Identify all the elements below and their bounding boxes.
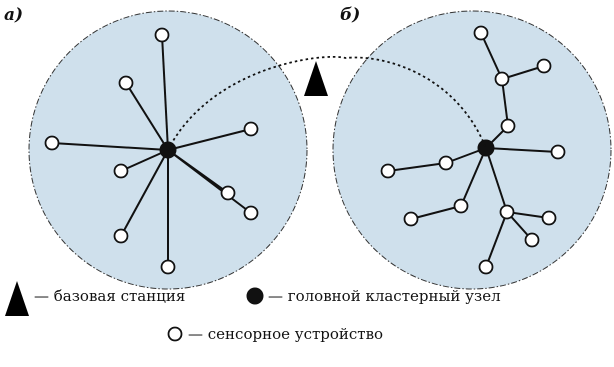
sensor-node — [536, 58, 552, 74]
sensor-node — [154, 27, 170, 43]
sensor-node — [453, 198, 469, 214]
sensor-node — [113, 163, 129, 179]
sensor-node — [524, 232, 540, 248]
sensor-node — [44, 135, 60, 151]
sensor-node — [494, 71, 510, 87]
link-edge — [410, 205, 462, 220]
link-edge — [125, 82, 169, 151]
sensor-node — [243, 121, 259, 137]
link-edge — [120, 149, 169, 237]
sensor-node — [550, 144, 566, 160]
base-station-link — [167, 55, 487, 151]
link-edge — [51, 142, 169, 151]
sensor-node — [118, 75, 134, 91]
link-edge — [120, 149, 169, 172]
panel-label-b: б) — [340, 5, 360, 25]
link-edge — [167, 128, 252, 151]
sensor-node — [438, 155, 454, 171]
sensor-node — [500, 118, 516, 134]
sensor-node — [160, 259, 176, 275]
legend-cluster-head-label: — головной кластерный узел — [268, 287, 501, 305]
panel-label-a: а) — [4, 5, 23, 25]
sensor-node — [243, 205, 259, 221]
cluster-head-node — [477, 139, 495, 157]
link-edge — [485, 211, 508, 268]
sensor-node — [403, 211, 419, 227]
legend-sensor-label: — сенсорное устройство — [188, 325, 383, 343]
sensor-node — [473, 25, 489, 41]
base-station-icon — [304, 56, 328, 96]
cluster-b — [380, 25, 566, 275]
link-edge — [387, 162, 447, 172]
sensor-node — [380, 163, 396, 179]
sensor-node — [541, 210, 557, 226]
link-edge — [460, 147, 487, 207]
link-edge — [161, 34, 169, 151]
legend-base-station-icon — [5, 276, 29, 316]
sensor-node — [113, 228, 129, 244]
cluster-a — [44, 27, 259, 275]
link-edge — [485, 147, 559, 153]
link-edge — [167, 149, 252, 214]
legend-base-station-label: — базовая станция — [34, 287, 185, 305]
sensor-node — [499, 204, 515, 220]
cluster-area-b — [332, 10, 612, 290]
link-edge — [501, 78, 509, 127]
sensor-node — [478, 259, 494, 275]
sensor-node — [220, 185, 236, 201]
legend-sensor-icon — [167, 326, 183, 342]
link-edge — [485, 147, 508, 213]
link-edge — [480, 32, 503, 80]
legend-cluster-head-icon — [246, 287, 264, 305]
